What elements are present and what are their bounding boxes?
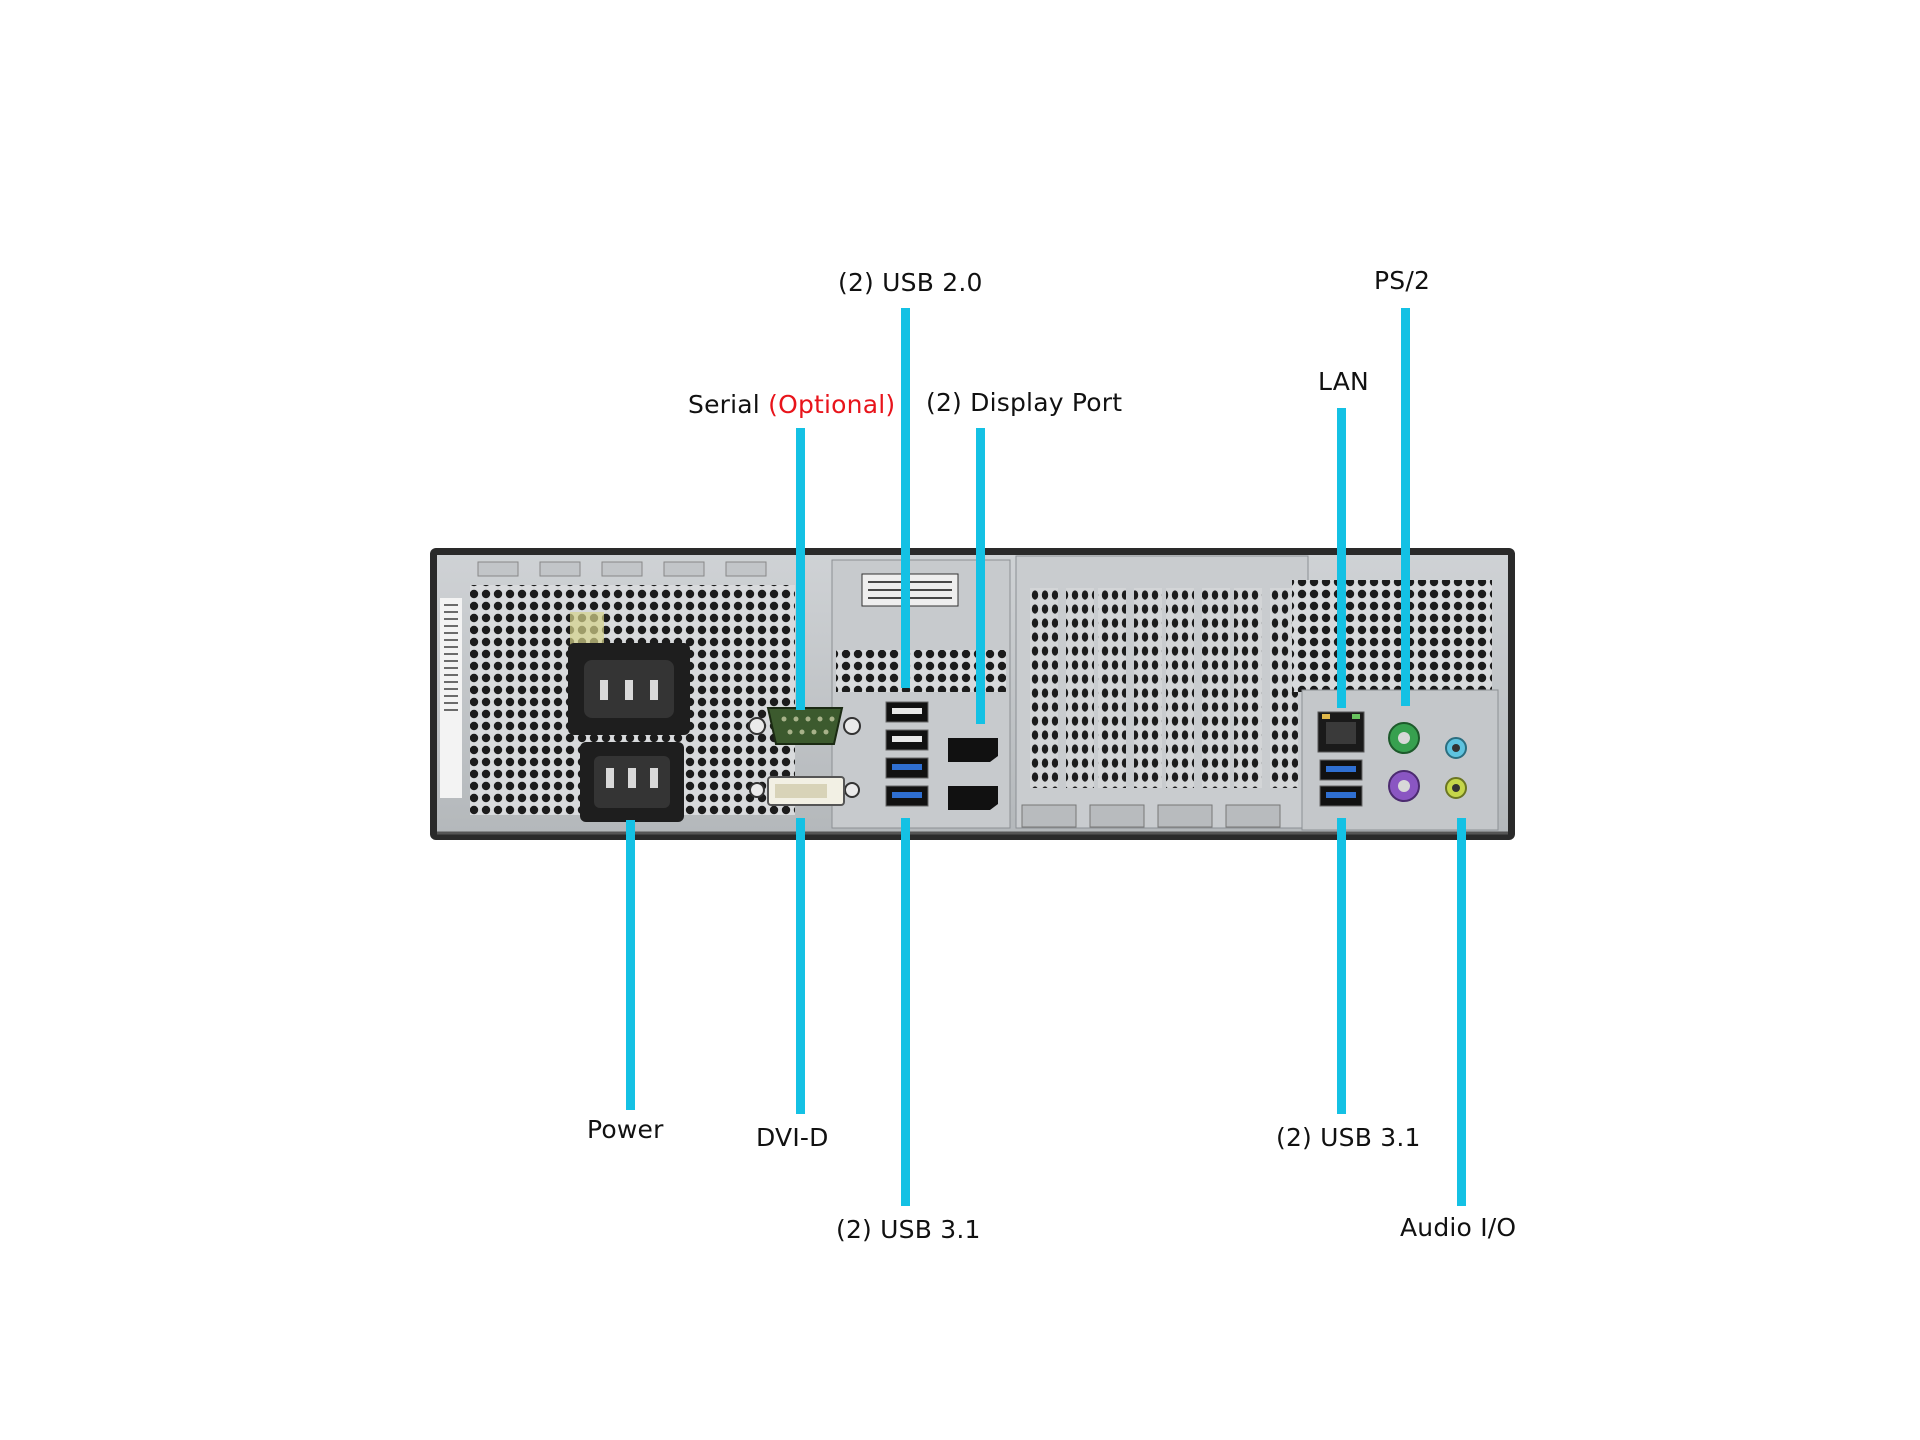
label-ps2: PS/2	[1374, 266, 1431, 295]
label-power: Power	[587, 1115, 664, 1144]
label-usb31-right: (2) USB 3.1	[1276, 1123, 1421, 1152]
dvi-port-icon	[749, 776, 860, 806]
power-inlet-icon	[568, 643, 690, 822]
label-usb31-bottom: (2) USB 3.1	[836, 1215, 981, 1244]
leader-line-lan	[1337, 408, 1346, 708]
label-serial-optional: (Optional)	[768, 390, 896, 419]
label-audio: Audio I/O	[1400, 1213, 1517, 1242]
usb-port-icon	[1319, 759, 1363, 807]
leader-line-dvid	[796, 818, 805, 1114]
label-usb20: (2) USB 2.0	[838, 268, 983, 297]
leader-line-usb31-right	[1337, 818, 1346, 1114]
leader-line-usb31-bottom	[901, 818, 910, 1206]
leader-line-ps2	[1401, 308, 1410, 706]
leader-line-serial	[796, 428, 805, 710]
leader-line-power	[626, 820, 635, 1110]
serial-port-icon	[748, 707, 861, 745]
usb-port-icon	[885, 701, 929, 807]
label-displayport: (2) Display Port	[926, 388, 1123, 417]
expansion-slots	[1015, 555, 1309, 829]
displayport-icon	[948, 738, 998, 810]
audio-jack-icon	[1445, 737, 1467, 799]
ps2-port-icon	[1388, 722, 1420, 802]
leader-line-usb20	[901, 308, 910, 688]
psu-vent	[440, 561, 795, 815]
leader-line-audio	[1457, 818, 1466, 1206]
label-dvid: DVI-D	[756, 1123, 829, 1152]
leader-line-displayport	[976, 428, 985, 724]
label-lan: LAN	[1318, 367, 1369, 396]
lan-port-icon	[1317, 711, 1365, 753]
label-serial-text: Serial	[688, 390, 760, 419]
label-serial: Serial (Optional)	[688, 390, 895, 419]
